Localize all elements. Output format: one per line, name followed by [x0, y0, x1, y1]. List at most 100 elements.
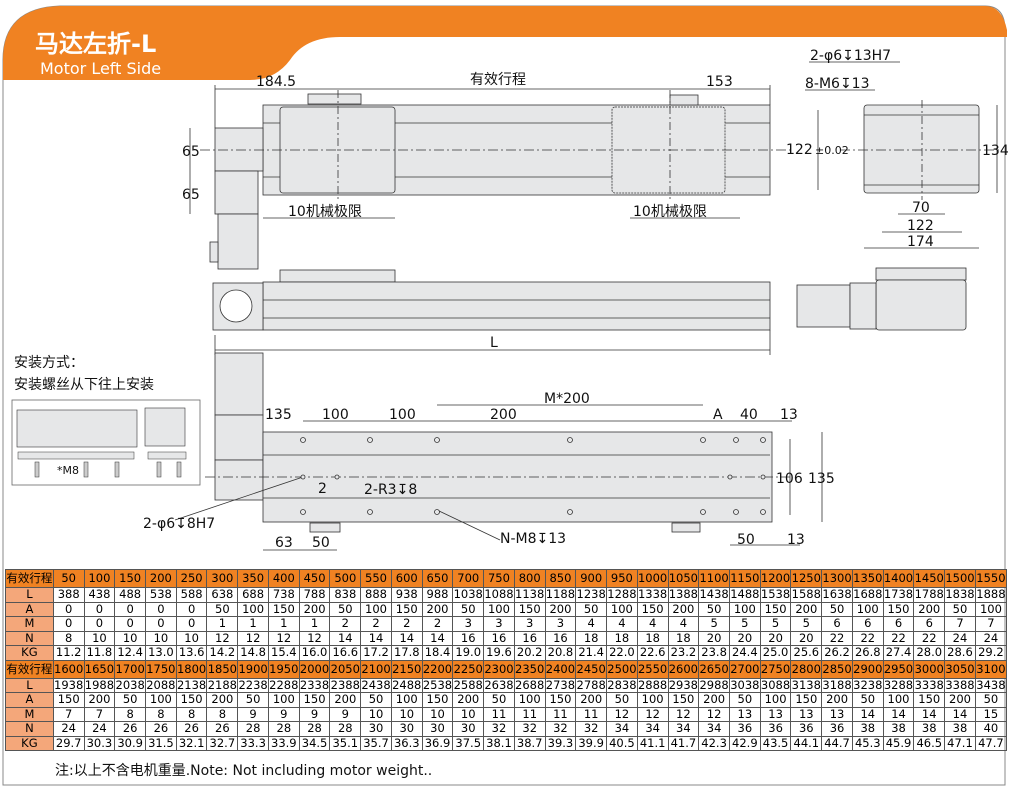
- table-cell: 1438: [698, 587, 730, 603]
- table-cell: 50: [452, 601, 485, 617]
- table-cell: 50: [821, 601, 853, 617]
- table-cell: 1338: [636, 587, 669, 603]
- dim-L: L: [490, 335, 498, 351]
- table-cell: 0: [52, 616, 85, 632]
- table-cell: 1038: [452, 587, 485, 603]
- table-cell: 7: [83, 706, 116, 722]
- table-cell: 200: [452, 692, 485, 708]
- table-cell: 13: [790, 706, 823, 722]
- table-cell: 900: [575, 569, 608, 588]
- table-cell: 1000: [636, 569, 669, 588]
- row-label: 有效行程: [5, 569, 54, 588]
- table-cell: 16: [544, 630, 577, 646]
- table-cell: 34: [606, 721, 638, 737]
- table-cell: 18: [575, 630, 608, 646]
- table-cell: 14: [882, 706, 915, 722]
- table-cell: 26: [175, 721, 208, 737]
- table-cell: 9: [329, 706, 362, 722]
- table-cell: 22: [851, 630, 884, 646]
- table-cell: 800: [513, 569, 546, 588]
- dim-100-first: 100: [322, 407, 349, 423]
- table-cell: 22: [913, 630, 946, 646]
- table-cell: 9: [298, 706, 331, 722]
- table-cell: 100: [390, 692, 423, 708]
- table-cell: 12: [636, 706, 669, 722]
- dim-65-lower: 65: [182, 187, 200, 203]
- row-label: M: [5, 706, 54, 722]
- table-cell: 20: [698, 630, 730, 646]
- table-cell: 438: [83, 587, 116, 603]
- table-cell: 150: [267, 601, 300, 617]
- table-cell: 2050: [329, 659, 362, 679]
- table-cell: 2: [390, 616, 423, 632]
- hole-n-m8: N-M8↧13: [500, 531, 566, 547]
- table-cell: 838: [329, 587, 362, 603]
- table-cell: 11: [483, 706, 515, 722]
- table-cell: 200: [206, 692, 239, 708]
- table-cell: 150: [544, 692, 577, 708]
- table-cell: 1688: [851, 587, 884, 603]
- dim-effective-stroke: 有效行程: [470, 72, 526, 88]
- table-cell: 2950: [882, 659, 915, 679]
- row-label: L: [5, 677, 54, 693]
- table-cell: 150: [390, 601, 423, 617]
- table-cell: 38: [944, 721, 976, 737]
- table-cell: 2900: [851, 659, 884, 679]
- table-cell: 6: [821, 616, 853, 632]
- table-cell: 28.6: [944, 645, 976, 661]
- table-cell: 7: [52, 706, 85, 722]
- end-dim-174: 174: [907, 234, 934, 250]
- table-cell: 1950: [267, 659, 300, 679]
- table-cell: 16: [513, 630, 546, 646]
- table-cell: 50: [944, 601, 976, 617]
- table-cell: 33.3: [237, 735, 269, 751]
- row-label: A: [5, 692, 54, 708]
- table-cell: 20: [790, 630, 823, 646]
- table-cell: 388: [52, 587, 85, 603]
- table-cell: 12: [667, 706, 700, 722]
- table-cell: 29.2: [974, 645, 1007, 661]
- table-cell: 150: [913, 692, 946, 708]
- end-hole-phi6: 2-φ6↧13H7: [810, 48, 891, 64]
- table-cell: 1500: [944, 569, 976, 588]
- table-cell: 638: [206, 587, 239, 603]
- table-cell: 0: [145, 601, 177, 617]
- table-cell: 150: [421, 692, 454, 708]
- table-cell: 100: [606, 601, 638, 617]
- table-cell: 200: [544, 601, 577, 617]
- table-cell: 14: [944, 706, 976, 722]
- table-cell: 550: [360, 569, 392, 588]
- table-cell: 150: [513, 601, 546, 617]
- table-cell: 50: [606, 692, 638, 708]
- table-cell: 25.0: [759, 645, 792, 661]
- table-cell: 14: [851, 706, 884, 722]
- table-cell: 13.0: [145, 645, 177, 661]
- table-cell: 3088: [759, 677, 792, 693]
- table-cell: 3138: [790, 677, 823, 693]
- table-cell: 2638: [483, 677, 515, 693]
- table-cell: 9: [267, 706, 300, 722]
- table-cell: 38: [851, 721, 884, 737]
- table-cell: 38.7: [513, 735, 546, 751]
- table-cell: 13.6: [175, 645, 208, 661]
- table-cell: 200: [698, 692, 730, 708]
- table-cell: 12: [606, 706, 638, 722]
- table-cell: 100: [83, 569, 116, 588]
- table-cell: 0: [52, 601, 85, 617]
- table-cell: 50: [575, 601, 608, 617]
- table-cell: 42.9: [728, 735, 761, 751]
- table-cell: 2600: [667, 659, 700, 679]
- table-cell: 1238: [575, 587, 608, 603]
- table-cell: 6: [913, 616, 946, 632]
- table-cell: 50: [851, 692, 884, 708]
- row-label: N: [5, 721, 54, 737]
- install-m8-label: *M8: [57, 464, 79, 477]
- header-banner: [3, 6, 1007, 80]
- table-cell: 20.8: [544, 645, 577, 661]
- table-cell: 400: [267, 569, 300, 588]
- table-cell: 9: [237, 706, 269, 722]
- table-cell: 200: [790, 601, 823, 617]
